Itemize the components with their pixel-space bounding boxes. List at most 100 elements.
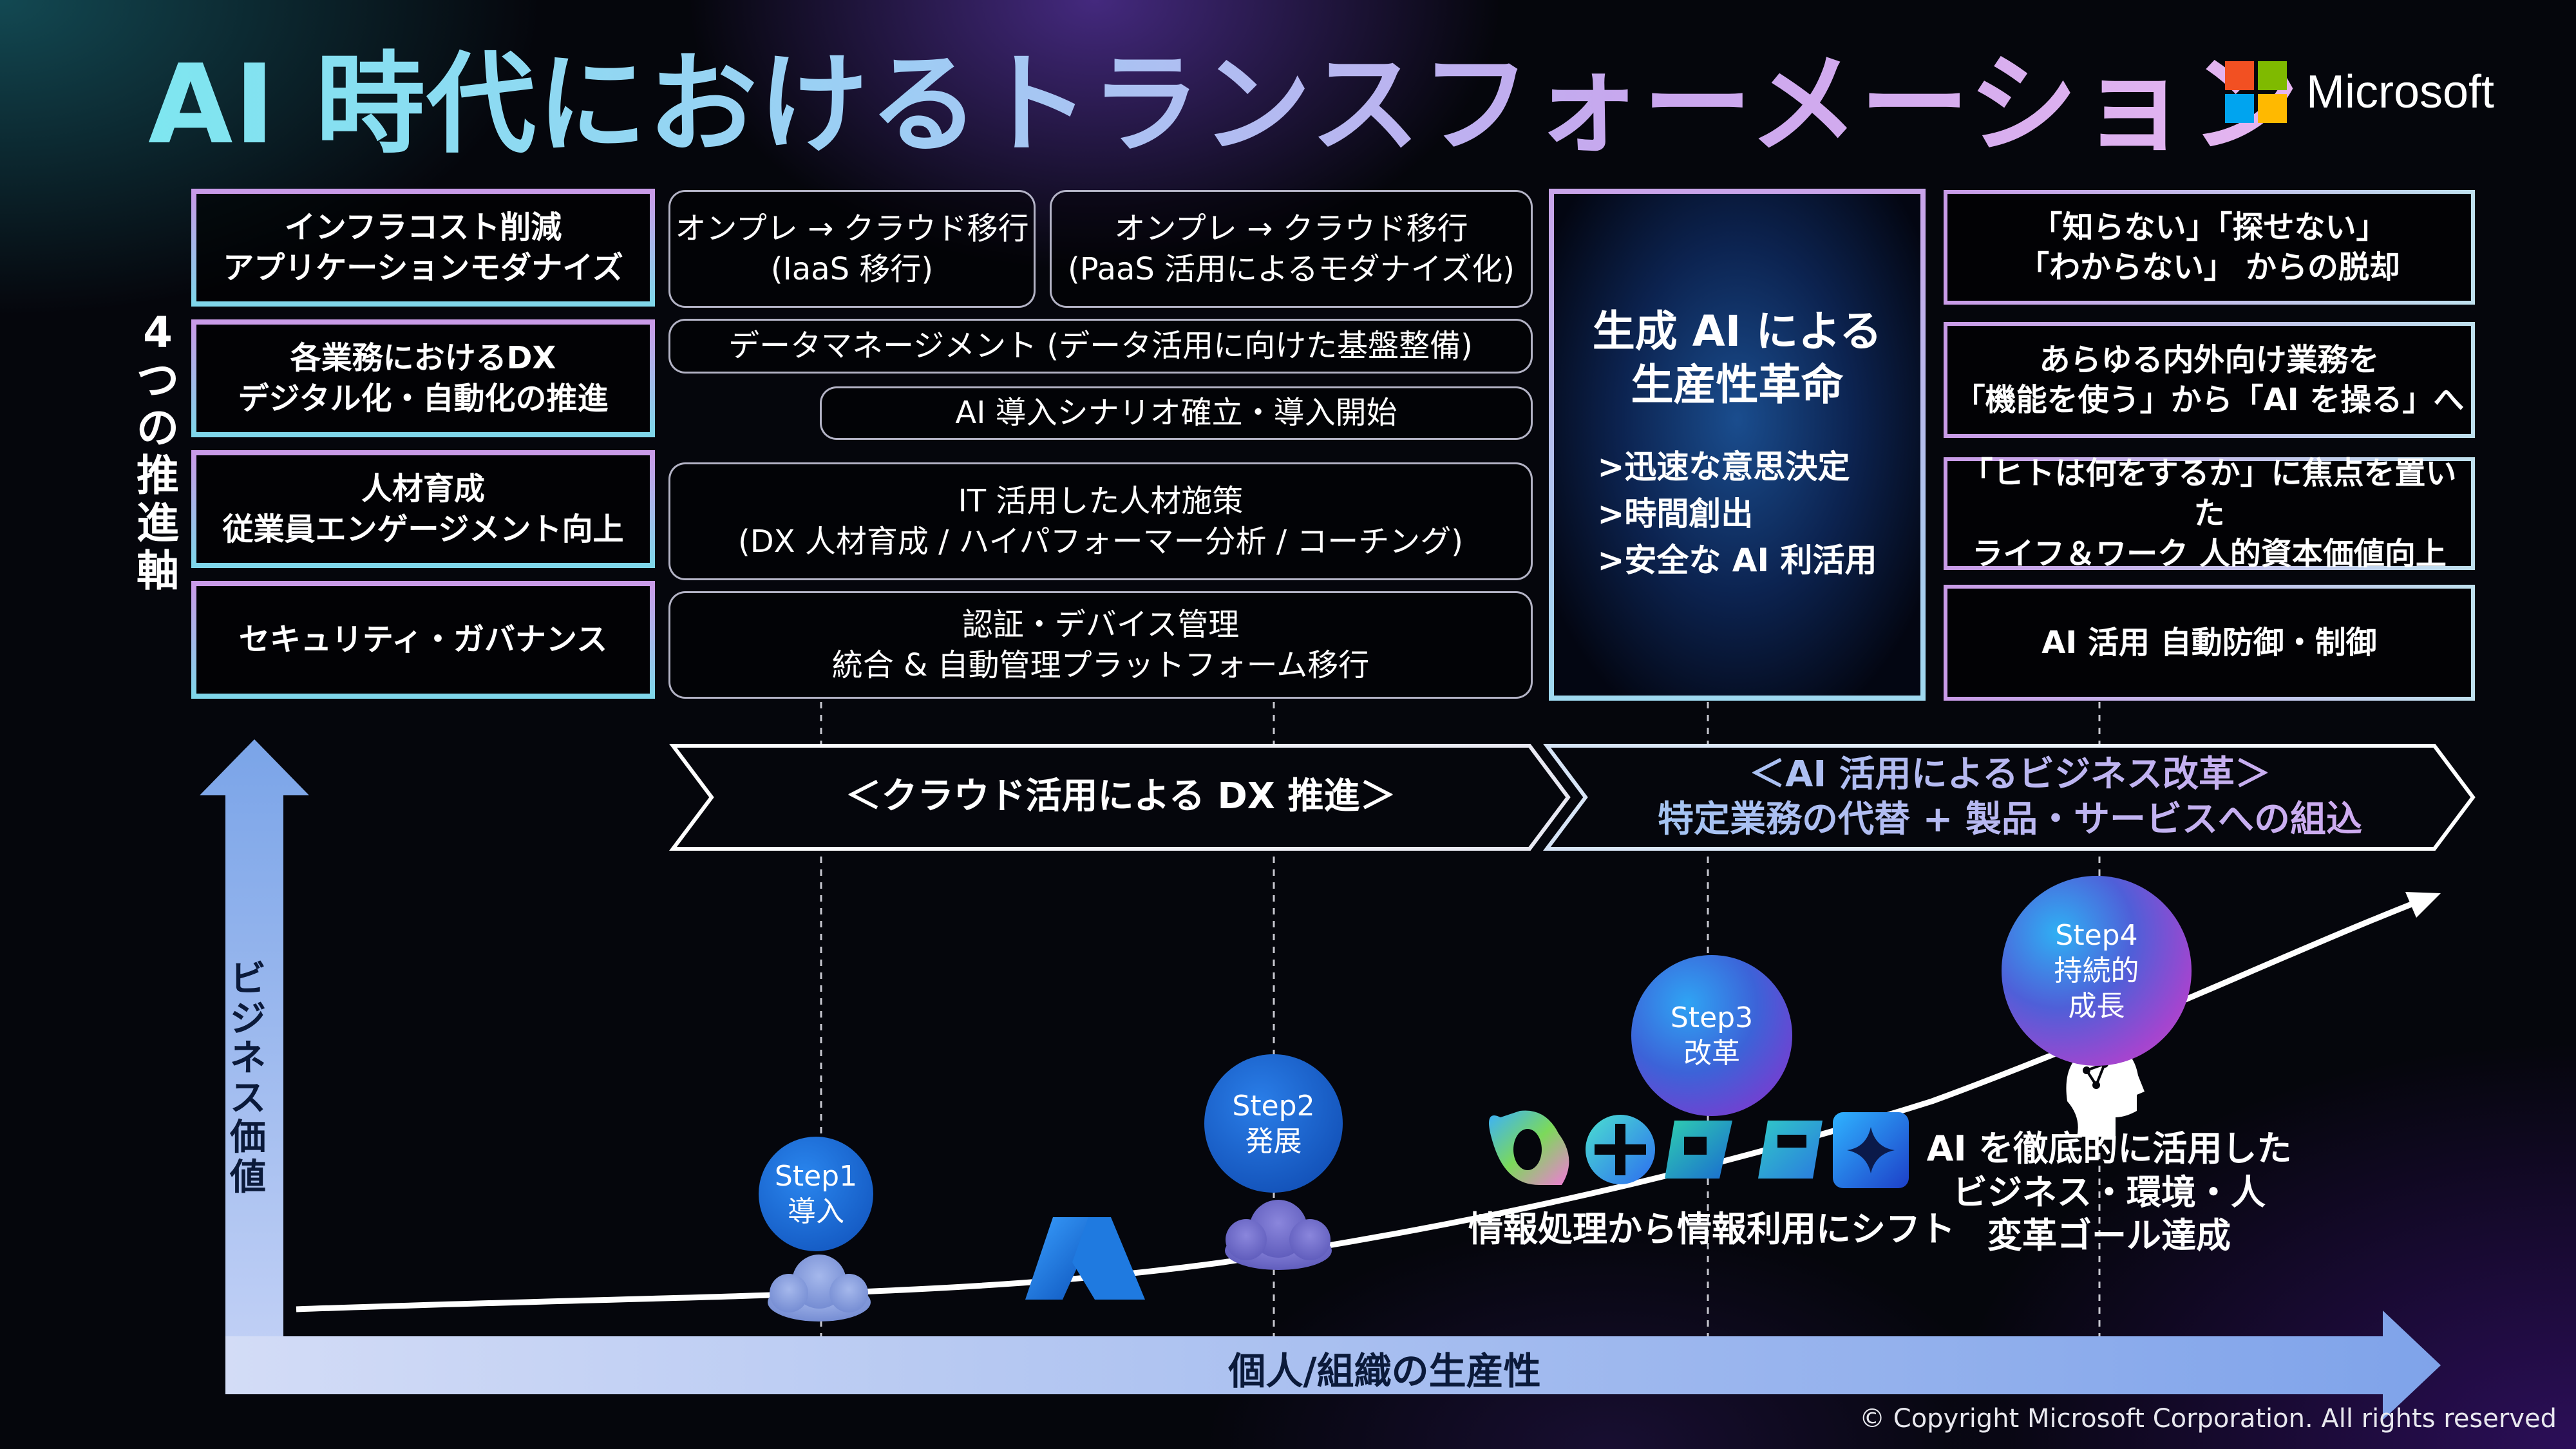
ai-goal-line: ビジネス・環境・人	[1953, 1171, 2266, 1213]
yaxis-char: ビ	[230, 958, 266, 1000]
initiative-line: オンプレ → クラウド移行	[1114, 211, 1468, 247]
step-name: Step4	[2055, 919, 2138, 952]
microsoft-logo: Microsoft	[2225, 61, 2494, 123]
teams-like-icon	[1586, 1115, 1655, 1184]
gen-ai-benefits: >迅速な意思決定 >時間創出 >安全な AI 利活用	[1597, 444, 1877, 584]
step-label: 発展	[1245, 1124, 1302, 1158]
vlabel-char: 推	[137, 450, 179, 500]
pillar-line: 人材育成	[361, 471, 485, 507]
vlabel-char: 進	[137, 498, 179, 548]
initiative-talent: IT 活用した人材施策 (DX 人材育成 / ハイパフォーマー分析 / コーチン…	[668, 462, 1533, 580]
initiative-line: 統合 & 自動管理プラットフォーム移行	[831, 647, 1370, 683]
step1-circle: Step1 導入	[759, 1137, 873, 1251]
initiative-line: (DX 人材育成 / ハイパフォーマー分析 / コーチング)	[737, 523, 1463, 560]
outcome-operate-ai: あらゆる内外向け業務を 「機能を使う」から「AI を操る」へ	[1944, 322, 2475, 438]
initiative-line: (PaaS 活用によるモダナイズ化)	[1068, 251, 1515, 287]
microsoft-wordmark: Microsoft	[2306, 66, 2495, 118]
phase-ai-line: ＜AI 活用によるビジネス改革＞	[1586, 752, 2434, 797]
outcome-line: ライフ＆ワーク 人的資本価値向上	[1972, 535, 2447, 572]
outcome-line: 「わからない」 からの脱却	[2018, 249, 2400, 285]
yaxis-char: 値	[230, 1156, 266, 1198]
initiative-line: IT 活用した人材施策	[958, 483, 1244, 520]
phase-cloud-label: ＜クラウド活用による DX 推進＞	[845, 775, 1396, 817]
yaxis-char: ネ	[230, 1037, 266, 1080]
outcome-line: あらゆる内外向け業務を	[2039, 341, 2380, 378]
phase-chevron-cloud	[669, 744, 1571, 851]
yaxis-char: 価	[230, 1117, 266, 1159]
ai-goal-line: 変革ゴール達成	[1987, 1215, 2231, 1256]
pillar-business-dx: 各業務におけるDX デジタル化・自動化の推進	[191, 319, 655, 437]
step-label: 持続的	[2054, 954, 2139, 987]
initiative-line: オンプレ → クラウド移行	[675, 211, 1029, 247]
step3-circle: Step3 改革	[1631, 955, 1792, 1116]
step-name: Step2	[1232, 1089, 1315, 1122]
step-label: 改革	[1683, 1037, 1740, 1070]
ai-goal-line: AI を徹底的に活用した	[1926, 1128, 2292, 1169]
copilot-icon	[1489, 1110, 1569, 1185]
x-axis-label: 個人/組織の生産性	[1228, 1349, 1541, 1393]
phase-ai-line: 特定業務の代替 + 製品・サービスへの組込	[1586, 797, 2434, 842]
azure-icon	[1025, 1217, 1145, 1300]
vlabel-char: の	[137, 402, 179, 453]
app-icon	[1758, 1121, 1823, 1179]
pillar-security: セキュリティ・ガバナンス	[191, 581, 655, 699]
outcome-auto-defense: AI 活用 自動防御・制御	[1944, 585, 2475, 701]
initiative-security: 認証・デバイス管理 統合 & 自動管理プラットフォーム移行	[668, 591, 1533, 699]
pillar-line: インフラコスト削減	[284, 209, 562, 246]
step-label: 導入	[788, 1195, 844, 1228]
gen-ai-benefit: >時間創出	[1597, 495, 1754, 533]
gen-ai-benefit: >安全な AI 利活用	[1597, 542, 1877, 580]
step-label: 成長	[2068, 990, 2125, 1023]
gen-ai-title: 生産性革命	[1631, 359, 1844, 410]
step2-circle: Step2 発展	[1204, 1054, 1343, 1193]
copilot-caption: 情報処理から情報利用にシフト	[1468, 1209, 1955, 1249]
sparkle-app-icon	[1833, 1112, 1909, 1188]
initiative-line: (IaaS 移行)	[770, 251, 934, 287]
gen-ai-title: 生成 AI による	[1592, 307, 1882, 357]
pillar-line: 従業員エンゲージメント向上	[222, 511, 624, 547]
phase-chevron-ai	[1543, 744, 2476, 851]
initiative-line: 認証・デバイス管理	[961, 607, 1240, 643]
growth-curve-arrowhead	[2405, 892, 2441, 918]
initiative-ai-intro: AI 導入シナリオ確立・導入開始	[820, 386, 1533, 440]
initiative-paas: オンプレ → クラウド移行 (PaaS 活用によるモダナイズ化)	[1050, 190, 1533, 308]
yaxis-char: ジ	[230, 998, 266, 1040]
pillar-line: セキュリティ・ガバナンス	[238, 621, 608, 658]
copyright-notice: © Copyright Microsoft Corporation. All r…	[1859, 1404, 2557, 1434]
vlabel-char: 4	[143, 308, 173, 357]
yaxis-char: ス	[230, 1077, 266, 1119]
gen-ai-benefit: >迅速な意思決定	[1597, 448, 1850, 486]
app-icon	[1665, 1121, 1732, 1179]
y-axis-label: ビ ジ ネ ス 価 値	[222, 960, 274, 1198]
outcome-human-capital: 「ヒトは何をするか」に焦点を置いた ライフ＆ワーク 人的資本価値向上	[1944, 455, 2475, 572]
ai-goal-caption: AI を徹底的に活用した ビジネス・環境・人 変革ゴール達成	[1906, 1127, 2312, 1258]
cloud-icon	[1225, 1200, 1332, 1270]
outcome-line: 「ヒトは何をするか」に焦点を置いた	[1962, 455, 2457, 532]
four-axes-label: 4 つ の 推 進 軸	[129, 309, 187, 594]
step-name: Step1	[774, 1160, 858, 1193]
page-title: AI 時代におけるトランスフォーメーション	[148, 41, 2301, 169]
outcome-knowledge: 「知らない」「探せない」 「わからない」 からの脱却	[1944, 190, 2475, 305]
pillar-infrastructure: インフラコスト削減 アプリケーションモダナイズ	[191, 189, 655, 307]
outcome-line: 「知らない」「探せない」	[2031, 209, 2387, 245]
outcome-line: 「機能を使う」から「AI を操る」へ	[1954, 382, 2465, 418]
microsoft-windows-icon	[2225, 61, 2287, 123]
vlabel-char: 軸	[137, 545, 179, 596]
pillar-talent: 人材育成 従業員エンゲージメント向上	[191, 450, 655, 568]
x-axis-arrow	[225, 1311, 2441, 1420]
outcome-line: AI 活用 自動防御・制御	[2041, 624, 2377, 661]
initiative-line: AI 導入シナリオ確立・導入開始	[955, 395, 1397, 431]
initiative-iaas: オンプレ → クラウド移行 (IaaS 移行)	[668, 190, 1036, 308]
phase-ai-label: ＜AI 活用によるビジネス改革＞ 特定業務の代替 + 製品・サービスへの組込	[1586, 752, 2434, 842]
cloud-icon	[768, 1255, 871, 1321]
initiative-data-management: データマネージメント (データ活用に向けた基盤整備)	[668, 319, 1533, 374]
pillar-line: デジタル化・自動化の推進	[238, 380, 609, 417]
vlabel-char: つ	[137, 355, 179, 405]
pillar-line: 各業務におけるDX	[290, 340, 556, 377]
step4-circle: Step4 持続的 成長	[2002, 876, 2192, 1066]
y-axis-arrow	[200, 739, 309, 1394]
gen-ai-box: 生成 AI による 生産性革命 >迅速な意思決定 >時間創出 >安全な AI 利…	[1549, 189, 1926, 701]
initiative-line: データマネージメント (データ活用に向けた基盤整備)	[728, 328, 1473, 365]
